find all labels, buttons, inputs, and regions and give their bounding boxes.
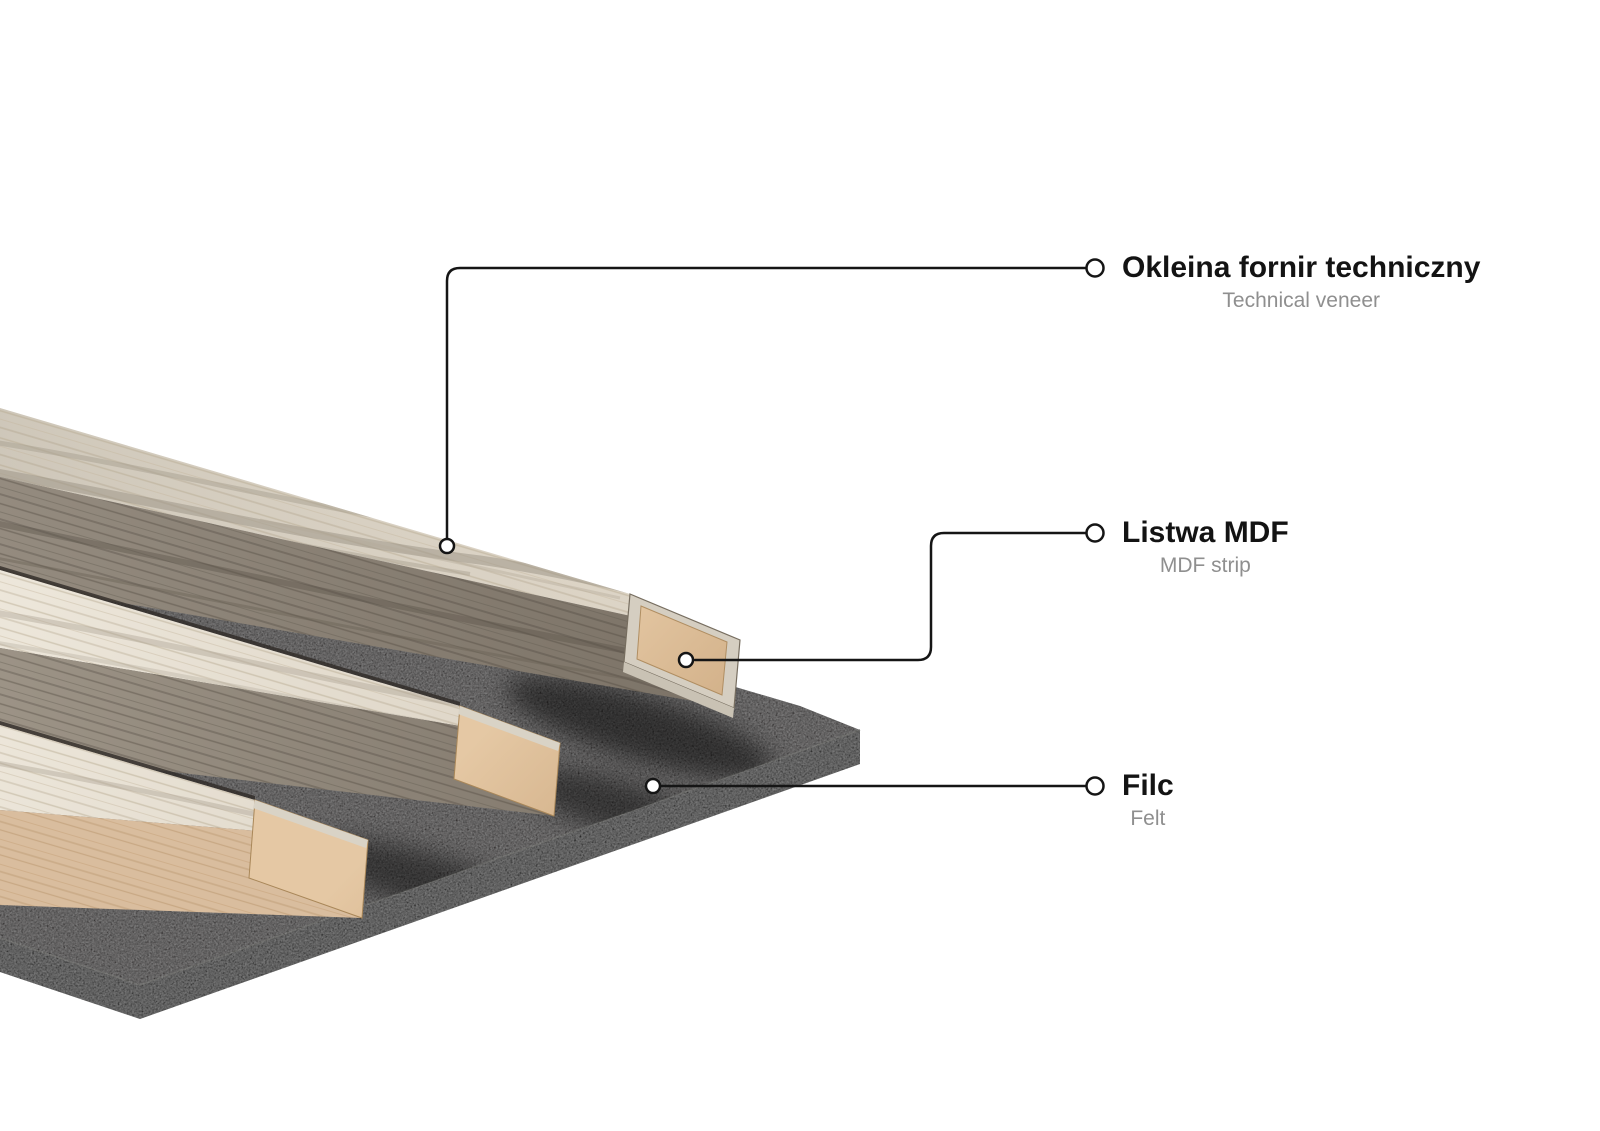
felt-endpoint-circle	[644, 777, 662, 795]
callout-label-felt: Filc Felt	[1122, 769, 1174, 830]
slat-1-top-grain	[0, 408, 740, 640]
felt-label-title: Filc	[1122, 769, 1174, 802]
mdf-label-circle	[1085, 523, 1105, 543]
veneer-callout-line	[445, 266, 1088, 540]
slat-3-far-seam	[0, 721, 255, 800]
slat-1-side-grain	[0, 477, 740, 708]
callout-circles	[438, 258, 1105, 796]
slat-3-end-veneer-lip	[253, 800, 368, 848]
mdf-label-title: Listwa MDF	[1122, 516, 1289, 549]
felt-front-edge	[0, 730, 860, 1019]
veneer-endpoint-circle	[438, 537, 456, 555]
felt-label-subtitle: Felt	[1130, 807, 1166, 830]
slat-2-end-veneer-lip	[458, 706, 560, 751]
slat-2	[0, 566, 561, 817]
veneer-label-subtitle: Technical veneer	[1222, 289, 1380, 312]
slat-2-far-seam	[0, 566, 460, 706]
veneer-label-circle	[1085, 258, 1105, 278]
mdf-endpoint-circle	[677, 651, 695, 669]
mdf-callout-line	[693, 531, 1088, 662]
slat-1-end-mdf-core	[636, 605, 728, 696]
callout-label-veneer: Okleina fornir techniczny Technical vene…	[1122, 251, 1481, 312]
slat-1-end-bottom-lip	[623, 662, 734, 718]
slat-1	[0, 408, 741, 718]
slat-2-side-grain	[0, 648, 560, 816]
callout-lines	[445, 266, 1088, 788]
mdf-label-subtitle: MDF strip	[1159, 554, 1251, 577]
veneer-label-title: Okleina fornir techniczny	[1122, 251, 1481, 284]
slat-2-top-grain	[0, 570, 560, 743]
callout-label-mdf: Listwa MDF MDF strip	[1122, 516, 1289, 577]
felt-label-circle	[1085, 776, 1105, 796]
slat-3	[0, 721, 369, 919]
